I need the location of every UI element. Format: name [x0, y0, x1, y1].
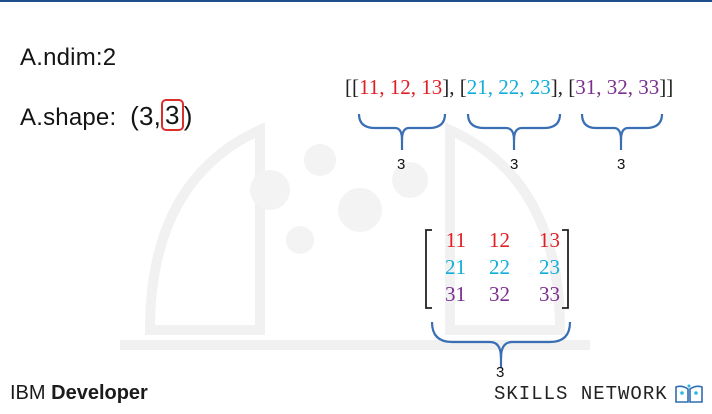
group-brace-2 [466, 113, 562, 150]
matrix-cell: 22 [489, 255, 510, 279]
list-value: 22 [498, 75, 520, 99]
matrix-brace [430, 321, 572, 368]
top-rule [0, 0, 712, 2]
list-value: 21 [466, 75, 488, 99]
group-open-bracket: [ [459, 75, 467, 99]
matrix-brace-label: 3 [496, 364, 505, 381]
matrix-row: 11 12 13 [434, 228, 560, 254]
shape-prefix: A.shape: [20, 104, 117, 131]
list-value: 11 [359, 75, 380, 99]
matrix-cell: 12 [489, 228, 510, 252]
matrix-cell: 23 [539, 255, 560, 279]
ibm-logo-prefix: IBM [10, 382, 46, 404]
shape-tuple-close: ) [183, 101, 193, 131]
matrix-row: 31 32 33 [434, 282, 560, 308]
group-brace-1 [357, 113, 447, 150]
matrix-cell: 33 [539, 282, 560, 306]
list-value: 32 [606, 75, 628, 99]
list-value: 12 [389, 75, 411, 99]
open-book-icon [674, 384, 703, 403]
group-brace-label-2: 3 [510, 156, 519, 173]
group-close-bracket: ] [442, 75, 450, 99]
group-close-bracket: ] [659, 75, 667, 99]
outer-open-bracket: [ [345, 75, 352, 99]
ibm-logo-developer: Developer [51, 382, 148, 404]
group-brace-label-1: 3 [397, 156, 406, 173]
list-value: 33 [638, 75, 660, 99]
list-value: 31 [575, 75, 597, 99]
skills-network-logo: SKILLS NETWORK [494, 383, 704, 405]
matrix-cell: 31 [445, 282, 466, 306]
shape-label: A.shape: (3,3) [20, 99, 193, 132]
group-open-bracket: [ [568, 75, 576, 99]
matrix-cell: 21 [445, 255, 466, 279]
matrix-display: 11 12 13 21 22 23 31 32 33 [424, 228, 570, 310]
shape-highlight-box: 3 [161, 99, 184, 131]
group-open-bracket: [ [352, 75, 359, 99]
group-close-bracket: ] [550, 75, 558, 99]
outer-close-bracket: ] [666, 75, 674, 99]
shape-tuple-open: (3, [130, 101, 162, 131]
matrix-brackets [425, 229, 569, 309]
matrix-cell: 32 [489, 282, 510, 306]
group-brace-3 [580, 113, 664, 150]
skills-network-text: SKILLS NETWORK [494, 383, 668, 405]
list-value: 23 [529, 75, 551, 99]
matrix-cell: 11 [445, 228, 466, 252]
group-brace-label-3: 3 [617, 156, 626, 173]
nested-list-expression: [[11, 12, 13], [21, 22, 23], [31, 32, 33… [345, 75, 674, 99]
ibm-developer-logo: IBM Developer [10, 382, 148, 405]
matrix-cell: 13 [539, 228, 560, 252]
matrix-row: 21 22 23 [434, 255, 560, 281]
list-value: 13 [421, 75, 443, 99]
ndim-label: A.ndim:2 [20, 44, 117, 71]
